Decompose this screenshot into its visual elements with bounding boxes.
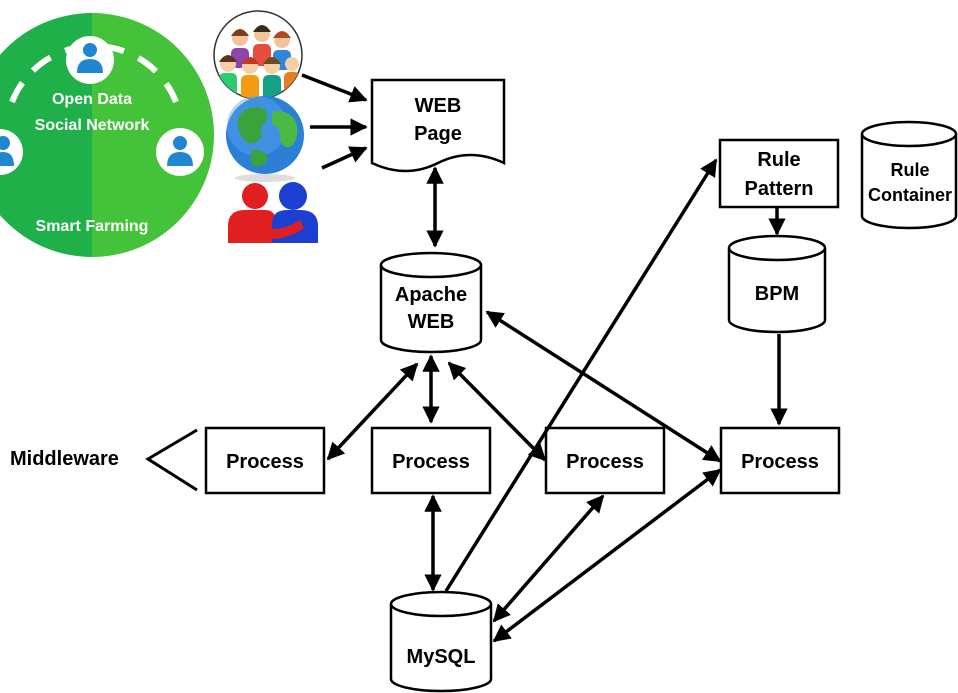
arrow-apache-process1	[326, 362, 419, 461]
process-node-1: Process	[204, 426, 326, 495]
process-label: Process	[566, 451, 644, 473]
connectors	[301, 73, 788, 643]
rule-container-label-2: Container	[868, 185, 952, 205]
arrow-apache-process4	[485, 310, 722, 463]
web-page-label-1: WEB	[415, 95, 462, 117]
process-label: Process	[392, 451, 470, 473]
social-network-label: Social Network	[35, 117, 150, 134]
user-icon-left	[0, 129, 23, 175]
process-label: Process	[741, 451, 819, 473]
rule-container-label-1: Rule	[890, 160, 929, 180]
rule-pattern-label-2: Pattern	[745, 178, 814, 200]
web-page-node: WEB Page	[370, 78, 506, 173]
two-people-icon	[228, 182, 318, 243]
arrow-mysql-process3	[492, 494, 605, 623]
process-label: Process	[226, 451, 304, 473]
people-group-icon	[213, 10, 303, 100]
arrow-people-to-web	[301, 73, 368, 103]
process-node-4: Process	[719, 426, 841, 495]
arrow-social-to-web	[321, 146, 368, 170]
arrow-mysql-to-rule	[444, 158, 718, 592]
apache-label-1: Apache	[395, 284, 467, 306]
globe-icon	[226, 96, 304, 182]
smart-farming-label: Smart Farming	[36, 218, 149, 235]
open-data-label: Open Data	[52, 91, 132, 108]
apache-label-2: WEB	[408, 311, 455, 333]
process-node-3: Process	[544, 426, 666, 495]
rule-container-node: Rule Container	[860, 120, 958, 230]
mysql-node: MySQL	[389, 590, 493, 693]
rule-pattern-label-1: Rule	[757, 149, 800, 171]
mysql-label: MySQL	[407, 646, 476, 668]
web-page-label-2: Page	[414, 123, 462, 145]
middleware-label: Middleware	[10, 448, 119, 470]
process-node-2: Process	[370, 426, 492, 495]
arrow-mysql-process4	[492, 468, 722, 643]
bpm-label: BPM	[755, 283, 799, 305]
bpm-node: BPM	[727, 234, 827, 334]
apache-web-node: Apache WEB	[379, 251, 483, 354]
smart-farming-circle: Open Data Social Network Smart Farming	[0, 13, 214, 257]
user-icon-right	[156, 128, 204, 176]
rule-pattern-node: Rule Pattern	[718, 138, 840, 209]
middleware-bracket	[145, 428, 198, 492]
user-icon-top	[66, 36, 114, 84]
